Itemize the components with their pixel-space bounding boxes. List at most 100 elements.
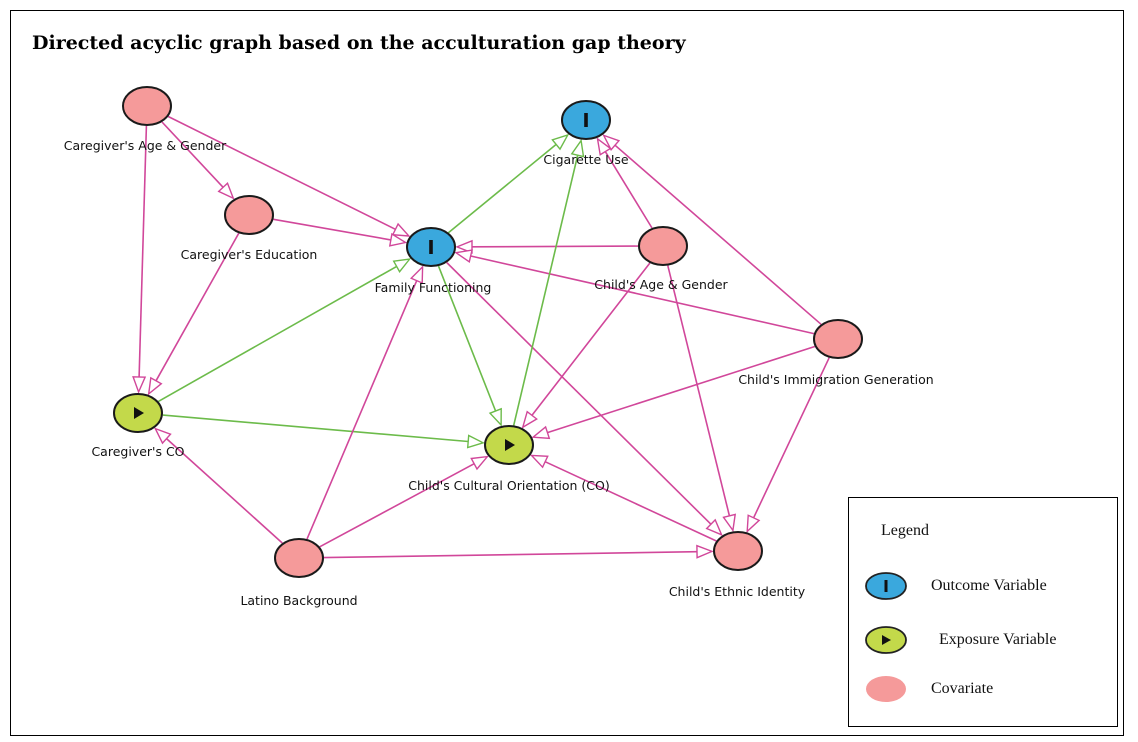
edge-caregiver_co-to-child_co: [162, 414, 485, 449]
node-child-age-gender: Child's Age & Gender: [594, 226, 729, 292]
legend-box: Legend Outcome Variable Exposure Variabl…: [848, 497, 1118, 727]
edge-line: [167, 115, 396, 231]
covariate-node-shape: [813, 319, 863, 359]
edge-child_co-to-cigarette_use: [512, 138, 585, 426]
legend-label-outcome: Outcome Variable: [931, 577, 1047, 594]
edge-line: [447, 143, 557, 234]
node-label: Child's Cultural Orientation (CO): [408, 478, 610, 493]
node-caregiver-age-gender: Caregiver's Age & Gender: [64, 86, 227, 153]
edge-arrowhead: [217, 181, 235, 200]
edge-family_functioning-to-cigarette_use: [447, 133, 570, 234]
edge-arrowhead: [470, 455, 490, 471]
node-latino-background: Latino Background: [240, 538, 358, 608]
edge-line: [161, 121, 224, 188]
edge-line: [323, 550, 698, 559]
node-caregiver-co: Caregiver's CO: [91, 393, 185, 459]
edge-line: [471, 245, 639, 248]
edge-caregiver_age_gender-to-family_functioning: [167, 115, 411, 237]
edges-layer: [132, 115, 830, 559]
covariate-node-shape: [713, 531, 763, 571]
edge-arrowhead: [132, 376, 147, 394]
edge-arrowhead: [596, 137, 612, 156]
node-child-ethnic-identity: Child's Ethnic Identity: [669, 531, 806, 599]
covariate-node-icon: [866, 676, 906, 702]
legend-item-covariate: Covariate: [863, 674, 993, 704]
edge-family_functioning-to-child_co: [437, 265, 502, 427]
node-label: Child's Age & Gender: [594, 277, 728, 292]
node-label: Child's Immigration Generation: [738, 372, 933, 387]
edge-arrowhead: [153, 427, 172, 445]
node-label: Caregiver's Age & Gender: [64, 138, 227, 153]
edge-child_age_gender-to-child_ethnic_identity: [667, 265, 737, 533]
edge-line: [273, 218, 391, 241]
outcome-node-icon: [865, 572, 907, 600]
covariate-node-shape: [224, 195, 274, 235]
node-label: Child's Ethnic Identity: [669, 584, 806, 599]
node-label: Caregiver's CO: [91, 444, 184, 459]
edge-line: [165, 438, 283, 544]
edge-line: [667, 265, 731, 516]
edge-arrowhead: [466, 434, 485, 449]
edge-line: [155, 232, 240, 382]
legend-item-outcome: Outcome Variable: [863, 571, 1047, 601]
outcome-marker-icon: [429, 240, 433, 254]
legend-item-exposure: Exposure Variable: [863, 625, 1056, 655]
edge-arrowhead: [388, 232, 408, 247]
edge-line: [437, 265, 497, 412]
edge-arrowhead: [722, 513, 737, 533]
edge-latino_background-to-caregiver_co: [153, 427, 283, 544]
edge-arrowhead: [409, 265, 424, 285]
edge-arrowhead: [392, 258, 412, 273]
edge-arrowhead: [488, 407, 502, 427]
edge-arrowhead: [551, 133, 570, 151]
edge-latino_background-to-child_ethnic_identity: [323, 544, 714, 559]
edge-child_age_gender-to-child_co: [521, 262, 651, 429]
edge-arrowhead: [602, 134, 621, 151]
edge-arrowhead: [570, 138, 585, 158]
legend-title: Legend: [881, 522, 929, 539]
edge-caregiver_co-to-family_functioning: [158, 258, 412, 403]
edge-caregiver_age_gender-to-caregiver_education: [161, 121, 235, 200]
node-label: Family Functioning: [375, 280, 492, 295]
node-label: Caregiver's Education: [181, 247, 318, 262]
exposure-play-icon: [505, 439, 515, 451]
edge-line: [138, 125, 148, 378]
edge-child_immigration_generation-to-child_ethnic_identity: [746, 357, 830, 534]
figure-title: Directed acyclic graph based on the accu…: [32, 32, 686, 54]
node-child-co: Child's Cultural Orientation (CO): [408, 425, 610, 493]
edge-line: [614, 144, 822, 325]
edge-arrowhead: [454, 249, 473, 263]
covariate-node-shape: [638, 226, 688, 266]
edge-arrowhead: [705, 518, 723, 537]
edge-line: [531, 262, 651, 416]
edge-child_immigration_generation-to-cigarette_use: [602, 134, 822, 325]
edge-line: [547, 345, 816, 434]
edge-caregiver_age_gender-to-caregiver_co: [132, 125, 148, 394]
edge-line: [470, 255, 815, 335]
legend-label-exposure: Exposure Variable: [939, 631, 1057, 648]
edge-line: [512, 155, 579, 426]
edge-arrowhead: [391, 222, 411, 237]
edge-caregiver_education-to-caregiver_co: [147, 232, 240, 396]
covariate-node-shape: [274, 538, 324, 578]
exposure-node-icon: [865, 626, 907, 654]
exposure-play-icon: [134, 407, 144, 419]
edge-line: [158, 265, 398, 403]
outcome-marker-icon: [584, 113, 588, 127]
edge-arrowhead: [531, 425, 551, 440]
edge-child_immigration_generation-to-family_functioning: [454, 249, 815, 335]
legend-label-covariate: Covariate: [931, 680, 994, 697]
edge-arrowhead: [147, 376, 163, 396]
edge-family_functioning-to-child_ethnic_identity: [446, 261, 723, 537]
edge-arrowhead: [746, 514, 761, 534]
edge-arrowhead: [529, 454, 549, 469]
edge-latino_background-to-child_co: [319, 455, 490, 548]
node-cigarette-use: Cigarette Use: [543, 100, 629, 167]
edge-line: [306, 280, 418, 540]
edge-arrowhead: [696, 544, 714, 559]
edge-line: [319, 462, 475, 548]
node-label: Latino Background: [240, 593, 357, 608]
edge-child_age_gender-to-cigarette_use: [596, 137, 653, 229]
